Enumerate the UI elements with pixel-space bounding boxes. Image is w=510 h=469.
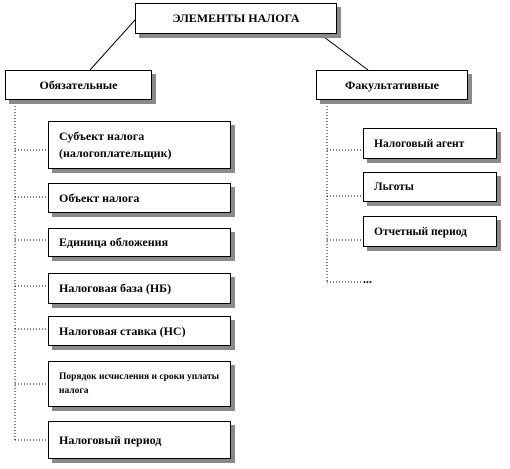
optional-item-tax-agent: Налоговый агент <box>363 128 497 159</box>
optional-item-reporting-period: Отчетный период <box>363 216 497 247</box>
optional-item-benefits: Льготы <box>363 172 497 202</box>
mandatory-item-calculation-order: Порядок исчисления и сроки уплаты налога <box>48 361 231 407</box>
optional-item-label: Налоговый агент <box>374 137 465 150</box>
optional-item-ellipsis: ... <box>363 272 372 286</box>
mandatory-item-label: Налоговая ставка (НС) <box>59 323 186 338</box>
optional-category: Факультативные <box>316 70 468 100</box>
mandatory-item-label: Объект налога <box>59 190 140 205</box>
mandatory-item-tax-period: Налоговый период <box>48 421 231 459</box>
mandatory-item-subject: Субъект налога (налогоплательщик) <box>48 121 231 169</box>
mandatory-branches <box>15 149 48 441</box>
root-node: ЭЛЕМЕНТЫ НАЛОГА <box>135 3 337 34</box>
optional-item-label: Льготы <box>374 181 414 193</box>
mandatory-item-label: Налоговый период <box>59 432 162 447</box>
mandatory-item-label: Налоговая база (НБ) <box>59 281 172 295</box>
mandatory-item-label: Субъект налога (налогоплательщик) <box>59 129 172 160</box>
optional-item-label: Отчетный период <box>374 225 467 238</box>
mandatory-item-label: Единица обложения <box>59 235 169 249</box>
mandatory-item-label: Порядок исчисления и сроки уплаты налога <box>59 372 220 396</box>
mandatory-item-object: Объект налога <box>48 183 231 213</box>
connector-root-mandatory <box>89 19 136 71</box>
connector-root-optional <box>319 33 369 71</box>
mandatory-item-tax-base: Налоговая база (НБ) <box>48 273 231 304</box>
mandatory-category: Обязательные <box>5 70 152 100</box>
optional-branches <box>327 149 363 283</box>
mandatory-category-label: Обязательные <box>39 77 118 92</box>
optional-category-label: Факультативные <box>344 77 439 92</box>
root-label: ЭЛЕМЕНТЫ НАЛОГА <box>172 11 300 25</box>
mandatory-item-tax-rate: Налоговая ставка (НС) <box>48 316 231 346</box>
mandatory-item-unit: Единица обложения <box>48 228 231 257</box>
